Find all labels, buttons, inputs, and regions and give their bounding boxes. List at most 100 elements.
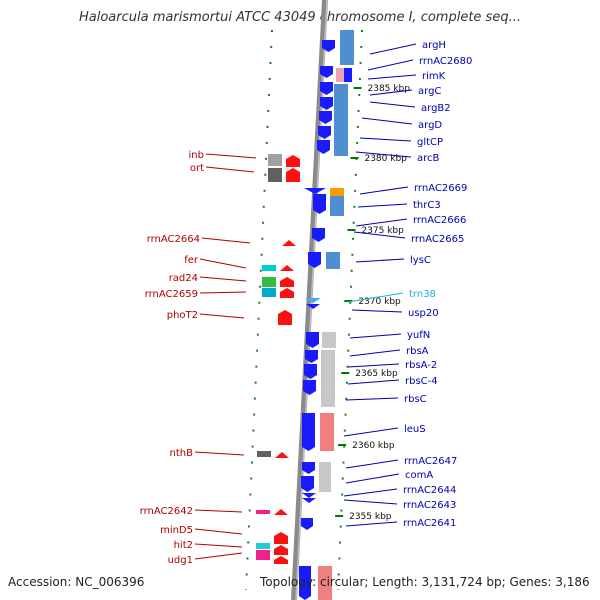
gene-label-right: argD [418, 120, 442, 131]
label-leader-line [347, 292, 404, 303]
reverse-gene-arrow [275, 452, 289, 458]
label-leader-line [359, 137, 412, 142]
gene-label-right: argB2 [421, 103, 451, 114]
gene-label-right: rrnAC2666 [413, 215, 466, 226]
gene-label-right: rrnAC2665 [411, 234, 464, 245]
label-leader-line [199, 258, 247, 269]
forward-gene-arrow [302, 493, 316, 498]
gene-label-right: argH [422, 40, 446, 51]
rrna-block [319, 462, 331, 492]
forward-gene-arrow [313, 194, 326, 214]
reverse-gene-arrow [278, 310, 292, 325]
label-leader-line [343, 427, 399, 437]
gene-label-left: rrnAC2659 [145, 289, 198, 300]
scale-tick-label: 2355 kbp [349, 512, 392, 522]
label-leader-line [194, 509, 243, 513]
forward-gene-arrow [312, 228, 325, 242]
rrna-block [322, 332, 336, 348]
forward-gene-arrow [305, 350, 318, 363]
label-leader-line [194, 451, 245, 456]
gene-label-left: udg1 [168, 555, 193, 566]
scale-tick-label: 2360 kbp [352, 441, 395, 451]
cds-block [334, 84, 348, 156]
label-leader-line [369, 89, 413, 96]
gene-label-right: yufN [407, 330, 430, 341]
forward-gene-arrow [320, 82, 333, 95]
topology-label: Topology: circular; Length: 3,131,724 bp… [260, 575, 590, 589]
scale-tick-label: 2375 kbp [361, 226, 404, 236]
reverse-gene-block [257, 451, 271, 457]
accession-label: Accession: NC_006396 [8, 575, 145, 589]
forward-gene-arrow [303, 380, 316, 395]
scale-tick-label: 2370 kbp [358, 297, 401, 307]
label-leader-line [349, 333, 402, 339]
gene-label-left: inb [189, 150, 204, 161]
label-leader-line [343, 488, 398, 497]
cds-block [330, 196, 344, 216]
forward-gene-arrow [301, 518, 313, 530]
gene-label-right: rrnAC2643 [403, 500, 456, 511]
trna-marker [305, 298, 321, 303]
scale-tick-label: 2365 kbp [355, 369, 398, 379]
forward-gene-arrow [304, 188, 326, 194]
gene-label-left: minD5 [160, 525, 193, 536]
gene-label-right: rimK [422, 71, 446, 82]
label-leader-line [199, 291, 247, 294]
label-leader-line [369, 43, 417, 55]
reverse-gene-arrow [282, 240, 296, 246]
cds-block [344, 68, 352, 82]
forward-gene-arrow [306, 332, 319, 348]
reverse-gene-block [262, 265, 276, 271]
gene-label-right: rrnAC2644 [403, 485, 456, 496]
reverse-gene-block [268, 154, 282, 166]
label-leader-line [343, 499, 398, 505]
gene-features [256, 30, 354, 600]
scale-tick-label: 2380 kbp [364, 154, 407, 164]
gene-label-right: usp20 [408, 308, 439, 319]
label-leader-line [199, 313, 245, 319]
label-leader-line [345, 473, 400, 484]
forward-gene-arrow [320, 66, 333, 78]
forward-gene-arrow [319, 111, 332, 124]
gene-label-left: phoT2 [167, 310, 198, 321]
label-leader-line [205, 166, 255, 173]
gene-label-left: ort [190, 163, 204, 174]
gene-label-right: rrnAC2641 [403, 518, 456, 529]
label-leaders [194, 43, 417, 560]
reverse-gene-block [268, 168, 282, 182]
reverse-gene-block [262, 277, 276, 287]
forward-gene-arrow [302, 413, 315, 451]
trna-block [318, 566, 332, 600]
label-leader-line [353, 231, 406, 239]
misc-block [330, 188, 344, 196]
label-leader-line [347, 379, 400, 385]
gene-label-right: rrnAC2647 [404, 456, 457, 467]
reverse-gene-arrow [274, 509, 288, 515]
label-leader-line [355, 218, 408, 227]
gene-label-right: comA [405, 470, 433, 481]
forward-gene-arrow [306, 304, 320, 309]
label-leader-line [194, 528, 243, 535]
reverse-gene-arrow [280, 265, 294, 271]
label-leader-line [357, 203, 408, 208]
reverse-gene-arrow [280, 288, 294, 298]
scale-track-left [245, 29, 273, 591]
label-leader-line [355, 151, 412, 158]
reverse-gene-arrow [274, 556, 288, 564]
reverse-gene-arrow [280, 277, 294, 287]
label-leader-line [199, 276, 247, 282]
forward-gene-arrow [301, 476, 314, 492]
label-leader-line [347, 363, 400, 368]
forward-gene-arrow [317, 140, 330, 154]
label-leader-line [349, 349, 401, 357]
reverse-gene-block [256, 550, 270, 560]
gene-label-right: rbsC-4 [405, 376, 438, 387]
reverse-gene-arrow [286, 155, 300, 167]
gene-label-left: rrnAC2642 [140, 506, 193, 517]
gene-label-right: rbsA-2 [405, 360, 437, 371]
gene-label-right: thrC3 [413, 200, 441, 211]
gene-label-right: lysC [410, 255, 431, 266]
forward-gene-arrow [304, 364, 317, 379]
gene-labels: argHrrnAC2680rimKargCargB2argDgltCParcBr… [140, 40, 473, 566]
gene-label-right: arcB [417, 153, 440, 164]
